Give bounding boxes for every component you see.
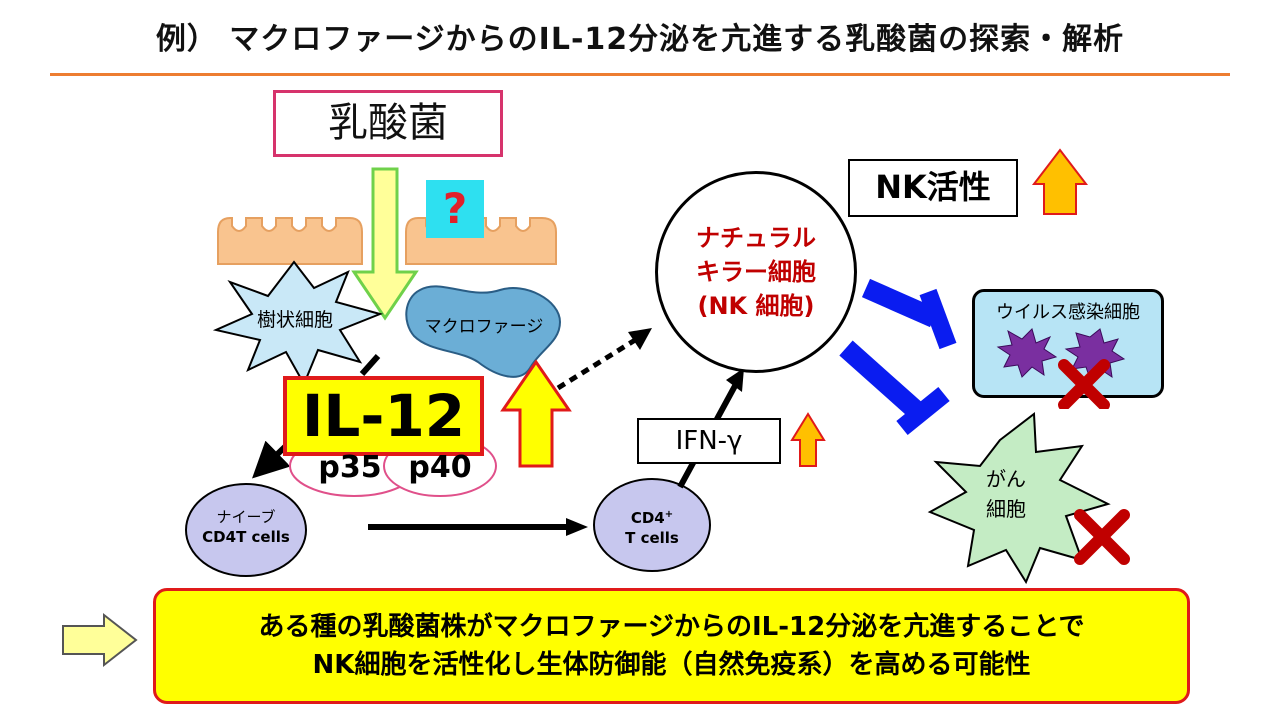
inhibit-virus xyxy=(861,278,939,328)
virus-icons xyxy=(996,328,1126,409)
inhibit-cancer xyxy=(839,340,927,422)
cancer-x-icon xyxy=(1074,509,1130,565)
epithelium-left xyxy=(217,217,363,265)
nk-activity-box: NK活性 xyxy=(848,159,1018,217)
p35-label: p35 xyxy=(318,450,382,485)
conclusion-line1: ある種の乳酸菌株がマクロファージからのIL-12分泌を亢進することで xyxy=(258,612,1085,642)
slide-title: 例） マクロファージからのIL-12分泌を亢進する乳酸菌の探索・解析 xyxy=(155,22,1125,57)
nk-line2: キラー細胞 xyxy=(696,258,816,286)
nk-activity-increase-arrow xyxy=(1031,148,1089,215)
lactobacillus-box: 乳酸菌 xyxy=(273,90,503,157)
conclusion-line2: NK細胞を活性化し生体防御能（自然免疫系）を高める可能性 xyxy=(312,650,1031,680)
cancer-line2: 細胞 xyxy=(986,497,1026,521)
virus-icon xyxy=(996,328,1058,378)
virus-x-icon xyxy=(1058,359,1110,409)
il12-increase-arrow xyxy=(500,359,572,468)
title-underline xyxy=(50,73,1230,76)
nk-line3: (NK 細胞) xyxy=(697,292,815,320)
naive-cell-label: ナイーブ CD4T cells xyxy=(186,507,306,547)
il12-box: IL-12 xyxy=(283,376,484,456)
cancer-line1: がん xyxy=(986,467,1026,491)
cd4-line1: CD4 xyxy=(630,509,665,527)
conclusion-arrow-icon xyxy=(62,612,138,668)
conclusion-box: ある種の乳酸菌株がマクロファージからのIL-12分泌を亢進することで NK細胞を… xyxy=(153,588,1190,704)
naive-cell-shape xyxy=(185,483,307,577)
virus-cell-label: ウイルス感染細胞 xyxy=(996,302,1140,323)
cd4-line2: T cells xyxy=(625,529,679,547)
cancer-cell-shape xyxy=(927,412,1111,585)
macrophage-label: マクロファージ xyxy=(424,317,544,337)
cd4-cell-label: CD4+ T cells xyxy=(594,505,710,548)
cd4-cell-shape xyxy=(593,478,711,572)
ifn-gamma-box: IFN-γ xyxy=(637,418,781,464)
naive-line2: CD4T cells xyxy=(202,528,290,546)
virus-infected-cell: ウイルス感染細胞 xyxy=(972,289,1164,398)
dendritic-cell-label: 樹状細胞 xyxy=(256,309,333,331)
p40-label: p40 xyxy=(408,450,472,485)
naive-line1: ナイーブ xyxy=(216,508,276,526)
nk-cell: ナチュラル キラー細胞 (NK 細胞) xyxy=(655,171,857,373)
ifn-increase-arrow xyxy=(790,412,826,467)
question-mark-icon: ? xyxy=(426,180,484,238)
cancer-cell-label: がん 細胞 xyxy=(966,464,1046,524)
cd4-superscript: + xyxy=(664,509,674,520)
macrophage-shape xyxy=(405,285,562,378)
nk-line1: ナチュラル xyxy=(696,224,816,252)
lacto-down-arrow xyxy=(351,167,419,321)
